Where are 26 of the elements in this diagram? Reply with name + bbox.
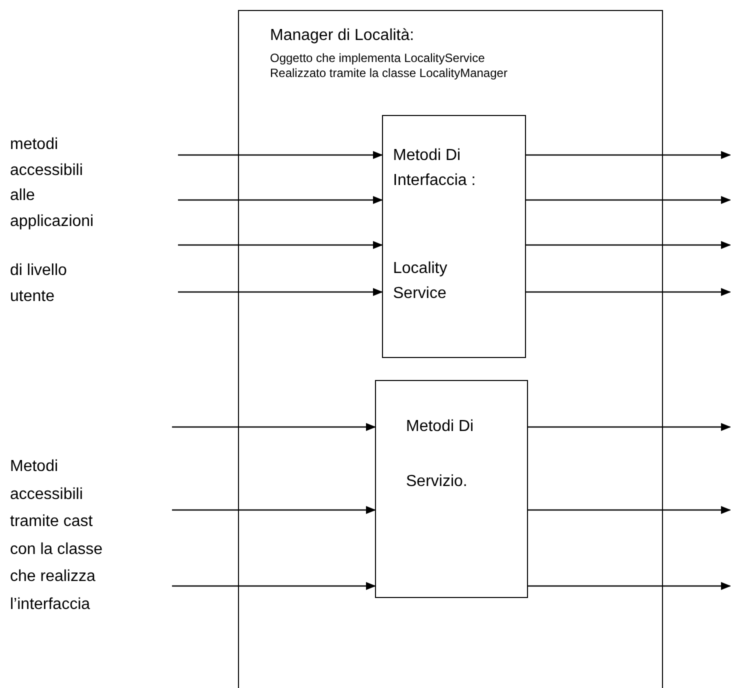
arrow	[178, 241, 383, 249]
arrow	[526, 241, 731, 249]
arrow	[528, 423, 731, 431]
box-description: Oggetto che implementa LocalityService	[270, 51, 486, 65]
box-label: Metodi Di Servizio.	[406, 417, 475, 492]
arrow	[172, 423, 376, 431]
arrow	[178, 151, 383, 159]
arrow	[528, 506, 731, 514]
arrow	[528, 582, 731, 590]
outer-box	[238, 10, 663, 688]
side-note: metodi accessibili alle applicazioni	[10, 135, 95, 232]
arrow	[178, 196, 383, 204]
arrow	[178, 288, 383, 296]
arrow	[172, 582, 376, 590]
service-box	[375, 380, 528, 598]
arrow	[526, 196, 731, 204]
box-description: Realizzato tramite la classe LocalityManager	[270, 66, 508, 80]
arrow	[526, 288, 731, 296]
box-label: Metodi Di Interfaccia :	[393, 146, 477, 191]
side-note: Metodi accessibili tramite cast con la classe che realizza l’interfaccia	[10, 457, 104, 615]
interface-box	[382, 115, 526, 358]
arrow	[172, 506, 376, 514]
side-note: di livello utente	[10, 261, 68, 306]
box-label: Locality Service	[393, 259, 448, 304]
arrow	[526, 151, 731, 159]
box-heading: Manager di Località:	[270, 27, 416, 45]
